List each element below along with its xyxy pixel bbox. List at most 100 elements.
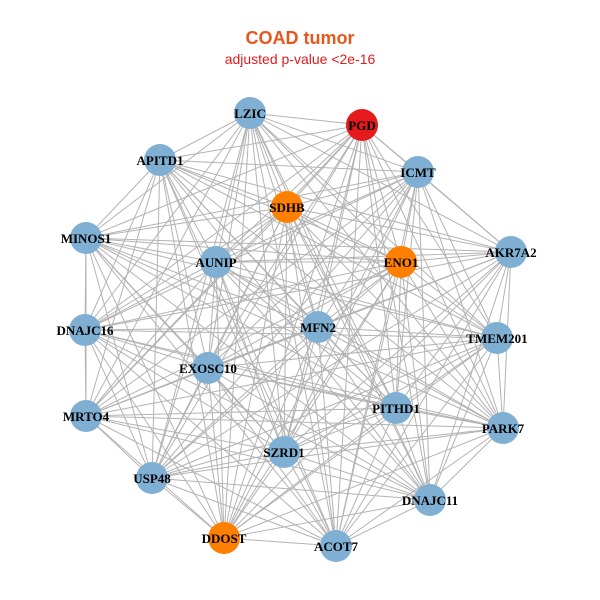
node-circle bbox=[70, 222, 102, 254]
edge-MFN2-DDOST bbox=[223, 326, 319, 539]
edge-DDOST-ACOT7 bbox=[223, 537, 337, 547]
node-LZIC: LZIC bbox=[234, 97, 266, 129]
edge-SDHB-PARK7 bbox=[286, 206, 504, 429]
node-circle bbox=[495, 236, 527, 268]
node-circle bbox=[481, 322, 513, 354]
edge-ICMT-MINOS1 bbox=[85, 171, 419, 239]
edge-PITHD1-DDOST bbox=[223, 407, 397, 539]
node-label: USP48 bbox=[133, 471, 171, 486]
node-MRTO4: MRTO4 bbox=[63, 400, 110, 432]
node-TMEM201: TMEM201 bbox=[466, 322, 528, 354]
edge-DNAJC16-DDOST bbox=[84, 329, 225, 539]
edge-MINOS1-PITHD1 bbox=[85, 237, 397, 409]
edge-ENO1-DNAJC16 bbox=[84, 261, 402, 331]
node-circle bbox=[200, 246, 232, 278]
edge-SDHB-MINOS1 bbox=[85, 206, 288, 239]
edge-AUNIP-EXOSC10 bbox=[207, 261, 217, 369]
edge-MRTO4-ACOT7 bbox=[85, 415, 337, 547]
edge-AUNIP-AKR7A2 bbox=[215, 251, 512, 263]
edge-MINOS1-SZRD1 bbox=[85, 237, 285, 453]
edge-TMEM201-MRTO4 bbox=[85, 337, 498, 417]
figure-title: COAD tumor bbox=[245, 28, 355, 48]
edge-AKR7A2-ACOT7 bbox=[335, 251, 512, 547]
edge-LZIC-PGD bbox=[249, 112, 363, 126]
edge-ICMT-SDHB bbox=[286, 171, 419, 208]
edge-PGD-MFN2 bbox=[317, 124, 363, 328]
edge-MRTO4-DNAJC11 bbox=[85, 415, 431, 501]
node-label: APITD1 bbox=[137, 153, 184, 168]
edge-MINOS1-USP48 bbox=[85, 237, 153, 479]
edge-ICMT-AKR7A2 bbox=[417, 171, 512, 253]
edge-PGD-TMEM201 bbox=[361, 124, 498, 339]
edge-LZIC-EXOSC10 bbox=[207, 112, 251, 369]
node-circle bbox=[302, 311, 334, 343]
edge-SZRD1-USP48 bbox=[151, 451, 285, 479]
node-AKR7A2: AKR7A2 bbox=[485, 236, 537, 268]
edge-MFN2-TMEM201 bbox=[317, 326, 498, 339]
edge-APITD1-SDHB bbox=[159, 159, 288, 208]
edge-LZIC-MRTO4 bbox=[85, 112, 251, 417]
edge-TMEM201-USP48 bbox=[151, 337, 498, 479]
node-label: EXOSC10 bbox=[179, 361, 237, 376]
edge-MRTO4-PARK7 bbox=[85, 415, 504, 429]
edge-SDHB-AKR7A2 bbox=[286, 206, 512, 253]
node-ICMT: ICMT bbox=[400, 156, 436, 188]
edge-LZIC-ICMT bbox=[249, 112, 419, 173]
node-AUNIP: AUNIP bbox=[195, 246, 237, 278]
edge-ENO1-AKR7A2 bbox=[400, 251, 512, 263]
node-label: DNAJC16 bbox=[56, 323, 114, 338]
edge-APITD1-DNAJC11 bbox=[159, 159, 431, 501]
edge-MFN2-PITHD1 bbox=[317, 326, 397, 409]
node-circle bbox=[271, 191, 303, 223]
edge-PARK7-USP48 bbox=[151, 427, 504, 479]
edge-PARK7-DNAJC11 bbox=[429, 427, 504, 501]
node-circle bbox=[192, 352, 224, 384]
edge-EXOSC10-DNAJC11 bbox=[207, 367, 431, 501]
edge-SDHB-DNAJC11 bbox=[286, 206, 431, 501]
edge-PGD-APITD1 bbox=[159, 124, 363, 161]
edge-EXOSC10-PARK7 bbox=[207, 367, 504, 429]
node-circle bbox=[346, 109, 378, 141]
edge-ENO1-MRTO4 bbox=[85, 261, 402, 417]
edge-AUNIP-USP48 bbox=[151, 261, 217, 479]
node-label: ICMT bbox=[400, 165, 436, 180]
edge-APITD1-SZRD1 bbox=[159, 159, 285, 453]
node-label: LZIC bbox=[234, 106, 266, 121]
node-label: PARK7 bbox=[482, 421, 525, 436]
node-circle bbox=[380, 392, 412, 424]
node-label: AUNIP bbox=[195, 255, 236, 270]
edge-ICMT-TMEM201 bbox=[417, 171, 498, 339]
edge-DNAJC16-SZRD1 bbox=[84, 329, 285, 453]
figure-subtitle: adjusted p-value <2e-16 bbox=[224, 51, 376, 67]
node-label: PITHD1 bbox=[372, 401, 420, 416]
edge-APITD1-EXOSC10 bbox=[159, 159, 209, 369]
edge-PGD-MINOS1 bbox=[85, 124, 363, 239]
node-circle bbox=[320, 530, 352, 562]
edge-PGD-ENO1 bbox=[361, 124, 402, 263]
node-label: AKR7A2 bbox=[485, 245, 536, 260]
edge-DNAJC16-PARK7 bbox=[84, 329, 504, 429]
edge-AKR7A2-USP48 bbox=[151, 251, 512, 479]
edge-ENO1-SZRD1 bbox=[283, 261, 402, 453]
edge-APITD1-USP48 bbox=[151, 159, 161, 479]
node-circle bbox=[136, 462, 168, 494]
edge-DNAJC11-DDOST bbox=[223, 499, 431, 539]
edge-APITD1-MINOS1 bbox=[85, 159, 161, 239]
edge-PGD-SZRD1 bbox=[283, 124, 363, 453]
edge-APITD1-AUNIP bbox=[159, 159, 217, 263]
edge-MFN2-DNAJC11 bbox=[317, 326, 431, 501]
edge-ICMT-AUNIP bbox=[215, 171, 419, 263]
edge-AKR7A2-DNAJC11 bbox=[429, 251, 512, 501]
edge-LZIC-PARK7 bbox=[249, 112, 504, 429]
edge-ICMT-USP48 bbox=[151, 171, 419, 479]
edge-DNAJC16-MFN2 bbox=[84, 326, 319, 331]
edge-MINOS1-AKR7A2 bbox=[85, 237, 512, 253]
edge-APITD1-MRTO4 bbox=[85, 159, 161, 417]
edge-MINOS1-MFN2 bbox=[85, 237, 319, 328]
edge-SZRD1-DNAJC11 bbox=[283, 451, 431, 501]
node-circle bbox=[402, 156, 434, 188]
edge-EXOSC10-DDOST bbox=[207, 367, 225, 539]
edge-layer bbox=[84, 112, 512, 547]
